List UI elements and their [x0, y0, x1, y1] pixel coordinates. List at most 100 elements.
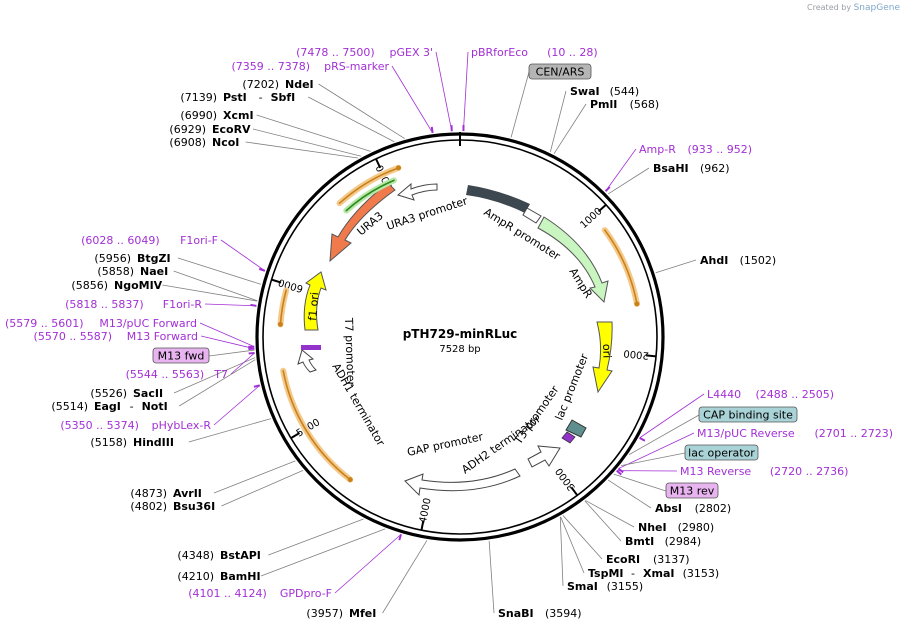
leader-4873: [213, 460, 296, 494]
leader-962: [607, 167, 650, 195]
box-capsite-label: CAP binding site: [703, 409, 793, 422]
enzyme-bsahi-pos: (962): [700, 162, 730, 175]
tick-5000: [290, 432, 301, 440]
primer-m13pucf-range: (5579 .. 5601): [5, 317, 84, 330]
primer-gpdprof-name: GPDpro-F: [280, 587, 332, 600]
leader-5158: [188, 418, 271, 443]
box-m13rev: M13 rev: [665, 482, 719, 499]
label-t7-promoter: T7 promoter: [342, 317, 357, 387]
tick-4000: [420, 520, 425, 531]
tick-label-2000: 2000: [623, 347, 649, 360]
leader-20: [463, 51, 469, 132]
ampr-promoter-arrow: [522, 207, 542, 224]
site-f1f: [258, 267, 266, 272]
leader-4348: [268, 518, 364, 556]
leader-2984: [584, 500, 622, 542]
enzyme-ngomiv-pos: (5856): [71, 279, 108, 292]
enzyme-ecori-name: EcoRI: [606, 553, 640, 566]
enzyme-naei-pos: (5858): [97, 265, 134, 278]
label-ori: ori: [600, 344, 613, 359]
primer-pbrforeco-name: pBRforEco: [471, 46, 528, 59]
ampr-feature: [537, 216, 609, 304]
enzyme-mfei-name: MfeI: [349, 607, 376, 620]
enzyme-absi-pos: (2802): [695, 502, 732, 515]
enzyme-eagi-pos: (5514): [51, 400, 88, 413]
leader-5828: [204, 303, 257, 307]
leader-4112: [334, 534, 402, 594]
leader-2495: [639, 393, 705, 439]
primer-prsmarker-range: (7359 .. 7378): [231, 60, 310, 73]
leader-300: [510, 71, 530, 138]
leader-5514: [178, 359, 256, 407]
enzyme-bsahi-name: BsaHI: [653, 162, 689, 175]
leader-6990: [256, 114, 371, 152]
primer-gpdprof-range: (4101 .. 4124): [188, 587, 267, 600]
enzyme-btgzi-pos: (5956): [94, 252, 131, 265]
primer-prsmarker-name: pRS-marker: [324, 60, 389, 73]
enzyme-snabi-name: SnaBI: [498, 607, 534, 620]
label-f1-ori: f1 ori: [306, 292, 321, 322]
enzyme-bamhi-pos: (4210): [177, 570, 214, 583]
leader-7480: [435, 51, 453, 132]
leader-6929: [252, 128, 362, 157]
enzyme-swai-name: SwaI: [570, 85, 600, 98]
site-f1r: [250, 303, 257, 307]
gap-promoter-arrow: [404, 468, 521, 497]
label-ura3-promoter: URA3 promoter: [385, 194, 470, 233]
tick-6000: [271, 278, 282, 284]
primer-f1orir-range: (5818 .. 5837): [65, 298, 144, 311]
leader-3155: [559, 516, 564, 587]
enzyme-tspmi-sep: -: [631, 567, 635, 580]
enzyme-smai-pos: (3155): [607, 580, 644, 593]
leader-2755: [613, 473, 667, 492]
primer-m13r-name: M13 Reverse: [680, 465, 751, 478]
primer-m13pucf-name: M13/pUC Forward: [99, 317, 197, 330]
enzyme-nhei-pos: (2980): [678, 521, 715, 534]
primer-t7-range: (5544 .. 5563): [126, 368, 205, 381]
enzyme-pmli-name: PmlI: [590, 98, 617, 111]
leader-2690: [620, 452, 686, 467]
enzyme-mfei-pos: (3957): [306, 607, 343, 620]
leader-6038: [220, 239, 266, 272]
box-lacop-label: lac operator: [688, 447, 755, 460]
leader-544: [549, 90, 567, 152]
tick-7000: [375, 158, 382, 169]
leader-2802: [607, 479, 652, 509]
cen-ars-feature: [466, 185, 530, 213]
site-ampr: [604, 186, 611, 192]
primer-f1orif-range: (6028 .. 6049): [81, 234, 160, 247]
leader-5590: [199, 322, 255, 347]
enzyme-psti-pos: (7139): [180, 91, 217, 104]
leader-2610: [628, 414, 700, 455]
enzyme-smai-name: SmaI: [567, 580, 598, 593]
tick-label-6000: 6000: [277, 276, 305, 294]
leader-7139: [308, 96, 395, 143]
site-phyb: [253, 384, 260, 388]
enzyme-swai-pos: (544): [610, 85, 640, 98]
primer-t7-name: T7: [213, 368, 228, 381]
primer-m13pucr-name: M13/pUC Reverse: [697, 427, 795, 440]
adh2-terminator-arrow: [527, 445, 561, 468]
enzyme-absi-name: AbsI: [655, 502, 682, 515]
leader-6908: [245, 141, 359, 159]
enzyme-xcmi-pos: (6990): [180, 109, 217, 122]
leader-5578: [200, 335, 255, 350]
enzyme-snabi-pos: (3594): [545, 607, 582, 620]
primer-m13f-name: M13 Forward: [127, 330, 198, 343]
enzyme-sacii-name: SacII: [133, 387, 163, 400]
leader-7368: [391, 65, 433, 134]
f1-ori-feature: [303, 271, 327, 331]
leader-2980: [585, 500, 635, 528]
leader-5570: [208, 349, 255, 357]
label-gap-promoter: GAP promoter: [406, 430, 485, 459]
feature-layer: [248, 125, 646, 541]
primer-ampr-range: (933 .. 952): [688, 143, 753, 156]
leader-2712: [618, 432, 695, 469]
primer-f1orir-name: F1ori-R: [163, 298, 203, 311]
primer-ampr-name: Amp-R: [639, 143, 676, 156]
enzyme-bamhi-name: BamHI: [220, 570, 261, 583]
enzyme-ncoi-name: NcoI: [212, 136, 239, 149]
enzyme-ngomiv-name: NgoMIV: [114, 279, 163, 292]
enzyme-bmti-name: BmtI: [625, 535, 654, 548]
enzyme-ecorv-name: EcoRV: [212, 123, 251, 136]
